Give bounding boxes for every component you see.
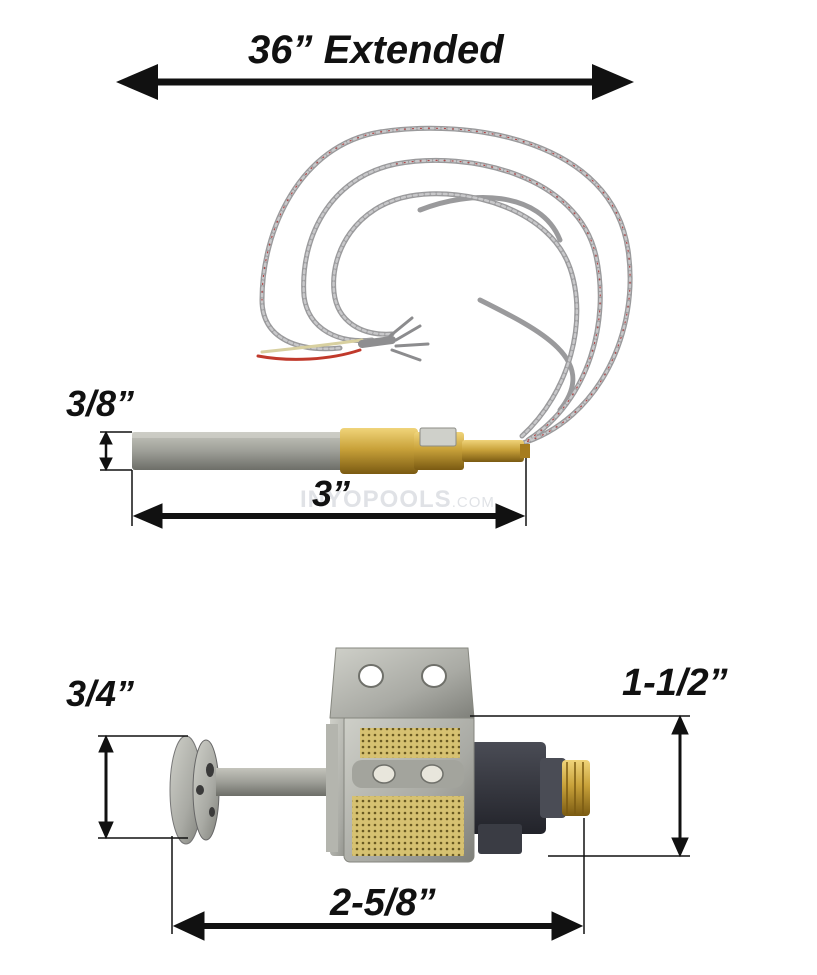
pilot-width-label: 3/4” [66,673,135,714]
thermocouple-lead-wire [256,125,633,447]
tube-length-dimension [131,458,527,529]
extended-length-label: 36” Extended [248,28,504,72]
pilot-height-dimension [470,714,690,858]
thermocouple-probe [132,427,530,474]
tube-length-label: 3” [312,473,351,514]
pilot-height-label: 1-1/2” [622,662,728,704]
extended-dimension-arrow [116,64,634,100]
pilot-length-label: 2-5/8” [330,882,436,924]
watermark-brand: INYOPOOLS [300,486,452,513]
tube-diameter-dimension [99,430,132,472]
pilot-burner-assembly [169,647,590,863]
pilot-width-dimension [98,734,188,840]
watermark: INYOPOOLS.COM [300,486,495,514]
pilot-length-dimension [171,818,585,941]
tube-diameter-label: 3/8” [66,383,135,424]
watermark-suffix: .COM [451,494,495,511]
